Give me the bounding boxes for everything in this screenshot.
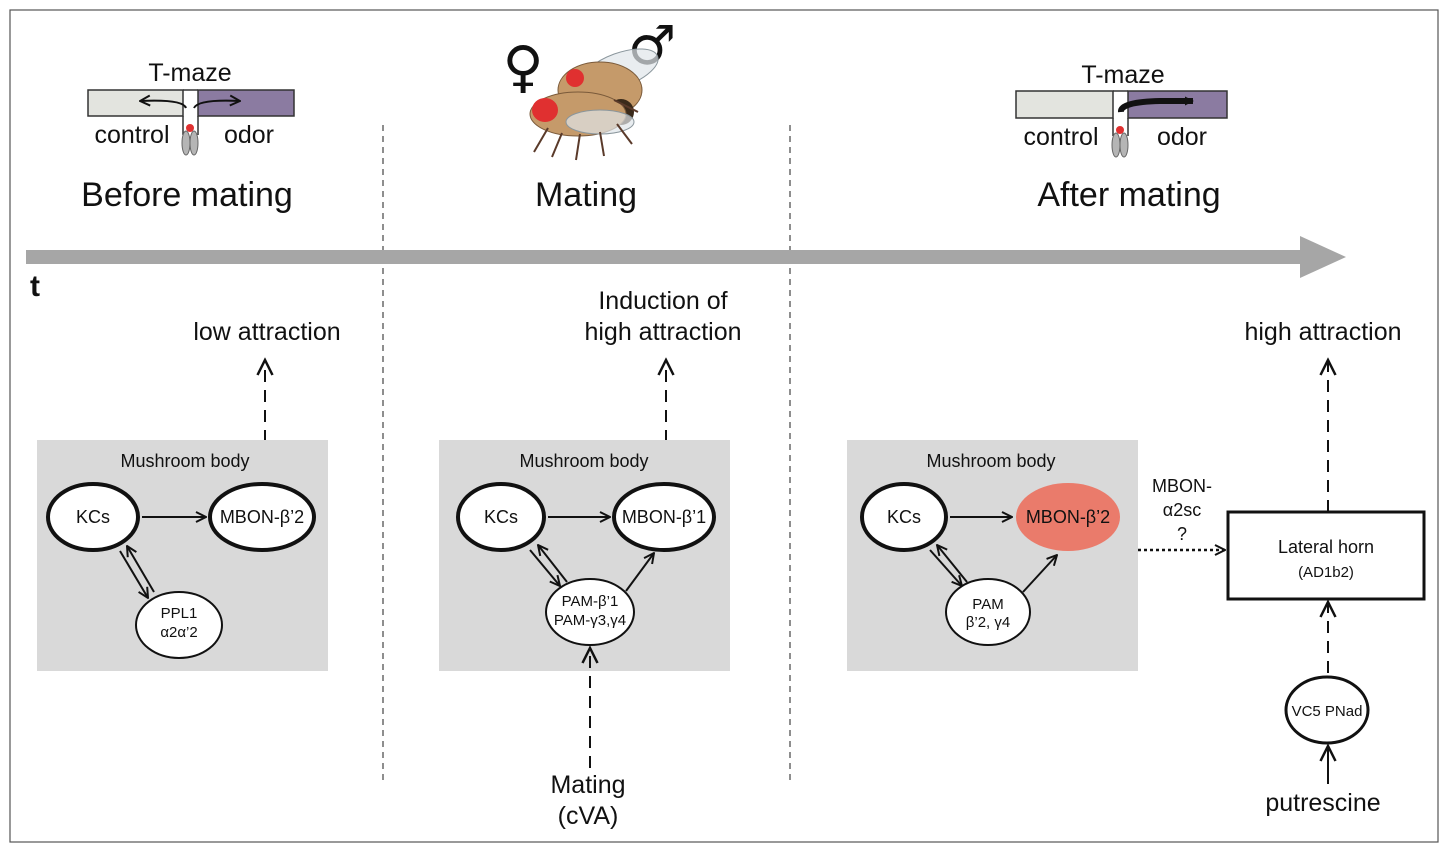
vc5-pn-node [1284,675,1370,745]
after-mating-panel: T-maze control odor After mating Mushroo… [847,61,1426,817]
after-mbon-label: MBON-β’2 [1026,507,1110,527]
after-kcs-node [860,482,948,552]
lateral-horn-label: Lateral horn [1278,537,1374,557]
mating-dan-label-1: PAM-β’1 [562,593,619,610]
stimulus-label: putrescine [1265,789,1380,817]
before-dan-node [135,591,223,659]
after-dan-to-mbon-arrow [1022,555,1057,593]
after-dan-label-2: β’2, γ4 [966,614,1010,631]
after-tmaze-label: T-maze [1081,61,1164,89]
figure-border [9,9,1439,843]
before-control-label: control [94,121,169,149]
after-mbon-node [1016,483,1120,551]
female-symbol: ♀ [502,35,543,100]
after-link-label-3: ? [1177,524,1187,544]
vc5-pn-label: VC5 PNad [1292,703,1363,720]
mating-dan-to-kcs-arrow [538,545,568,583]
lateral-horn-sublabel: (AD1b2) [1298,564,1354,581]
before-outcome-label: low attraction [193,318,340,346]
before-dan-label-2: α2α’2 [160,624,197,641]
after-link-label-1: MBON- [1152,476,1212,496]
timeline-arrow [26,236,1346,278]
mating-input-label-2: (cVA) [558,802,619,830]
mating-title: Mating [535,176,637,214]
lateral-horn-box [1226,510,1426,601]
after-mating-title: After mating [1037,176,1220,214]
before-dan-to-kcs-arrow [127,546,155,593]
mating-panel: ♀ ♂ Mating Induction of high attraction … [439,14,742,830]
before-kcs-to-dan-arrow [119,550,148,598]
mating-dan-to-mbon-arrow [625,553,654,592]
before-kcs-node [46,482,140,552]
after-dan-to-kcs-arrow [937,545,968,583]
mating-outcome-label-2: high attraction [584,318,741,346]
before-box-label: Mushroom body [120,451,249,471]
before-tmaze-icon [87,89,295,156]
after-box-label: Mushroom body [926,451,1055,471]
after-odor-label: odor [1157,123,1207,151]
mating-dan-label-2: PAM-γ3,γ4 [554,612,626,629]
after-dan-node [945,578,1031,646]
before-dan-label-1: PPL1 [161,605,198,622]
before-mating-title: Before mating [81,176,293,214]
mating-mbon-node [612,482,716,552]
mating-kcs-label: KCs [484,507,518,527]
after-link-label-2: α2sc [1163,500,1201,520]
before-tmaze-label: T-maze [148,59,231,87]
before-mbon-label: MBON-β’2 [220,507,304,527]
mating-kcs-to-dan-arrow [529,549,560,586]
before-fly-icon [181,124,199,156]
before-mating-panel: T-maze control odor Before mating low at… [37,59,341,671]
after-kcs-to-dan-arrow [929,549,962,586]
mating-dan-node [545,578,635,646]
mating-mbon-label: MBON-β’1 [622,507,706,527]
mating-box-label: Mushroom body [519,451,648,471]
after-tmaze-icon [1015,90,1228,158]
after-outcome-label: high attraction [1244,318,1401,346]
before-odor-label: odor [224,121,274,149]
mating-input-label-1: Mating [550,771,625,799]
before-mbon-node [208,482,316,552]
before-kcs-label: KCs [76,507,110,527]
mating-kcs-node [456,482,546,552]
mating-flies-illustration [529,48,659,161]
mating-outcome-label-1: Induction of [598,287,727,315]
after-dan-label-1: PAM [972,596,1003,613]
timeline-label: t [30,270,40,303]
after-fly-icon [1111,126,1129,158]
after-control-label: control [1023,123,1098,151]
after-kcs-label: KCs [887,507,921,527]
